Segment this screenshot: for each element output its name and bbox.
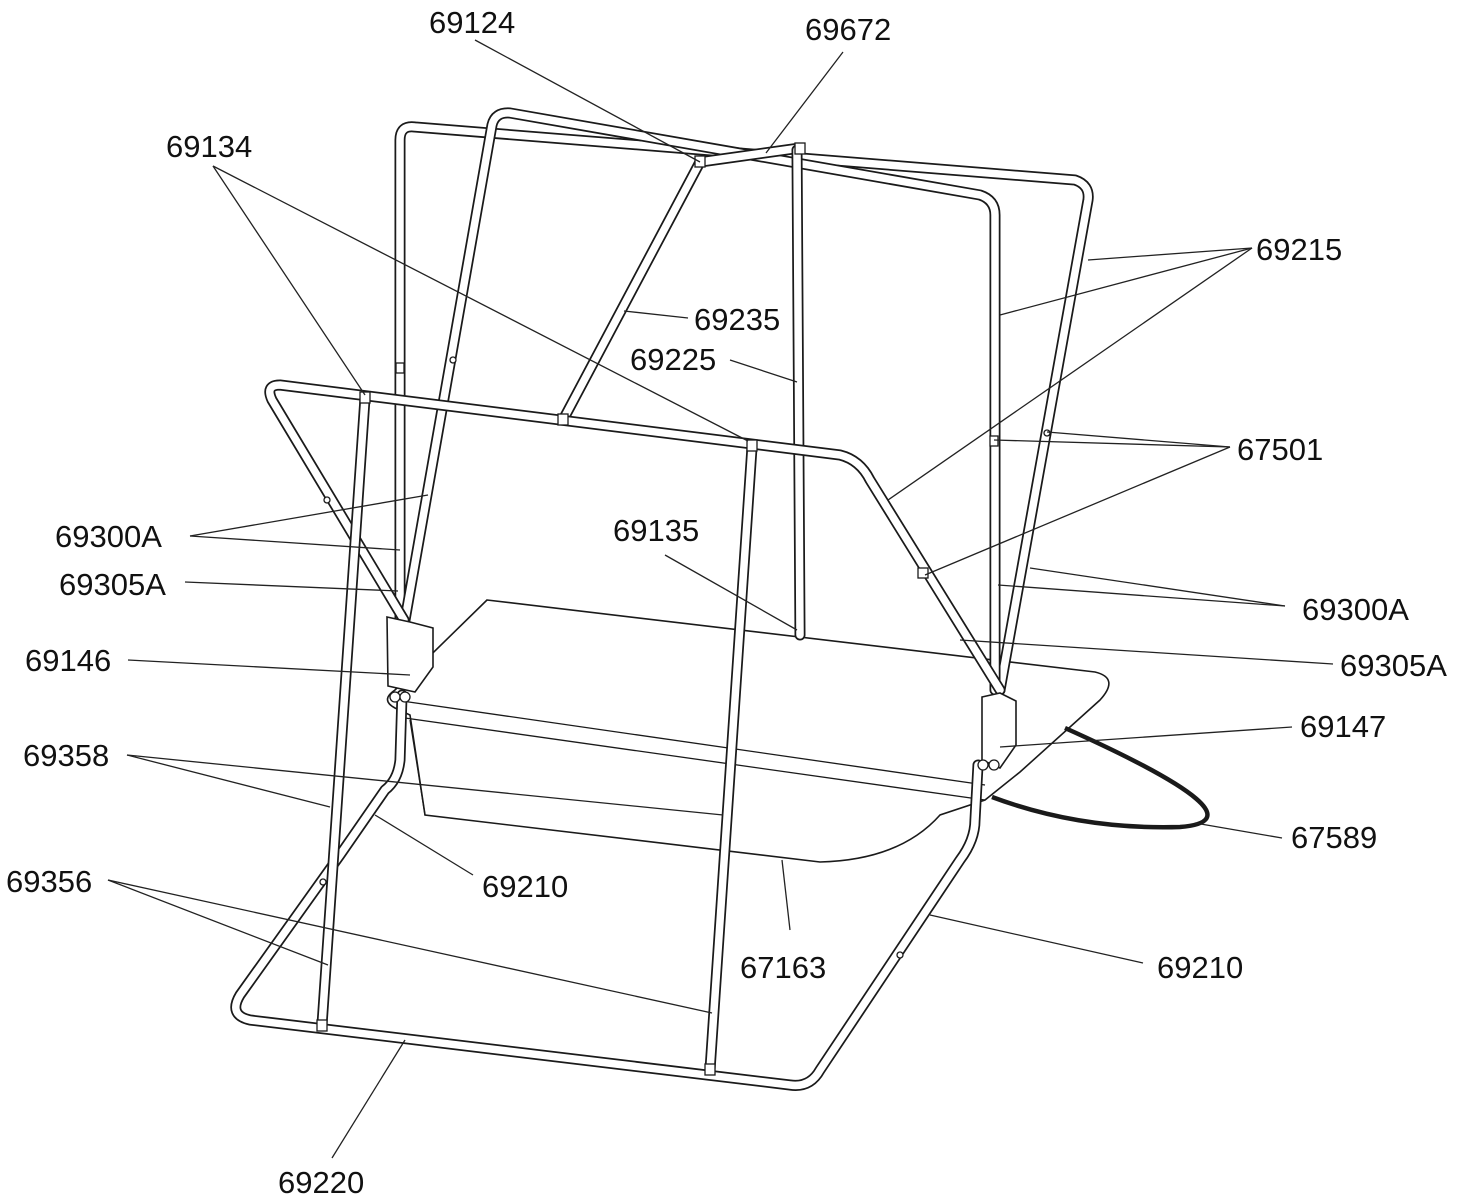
callout-69134: 69134 [166, 129, 252, 164]
callout-69124: 69124 [429, 5, 515, 40]
center-support-poles [557, 142, 806, 641]
callout-69147: 69147 [1300, 709, 1386, 744]
callout-69135: 69135 [613, 513, 699, 548]
callout-69356: 69356 [6, 864, 92, 899]
callout-67589: 67589 [1291, 820, 1377, 855]
callout-69305a-left: 69305A [59, 567, 166, 602]
callout-labels: 69124 69672 69134 69215 69235 69225 6750… [6, 5, 1447, 1198]
forward-lower-frame [230, 392, 984, 1091]
callout-69305a-right: 69305A [1340, 648, 1447, 683]
callout-69215: 69215 [1256, 232, 1342, 267]
callout-69358: 69358 [23, 738, 109, 773]
callout-69220: 69220 [278, 1165, 364, 1198]
tube-fittings [316, 142, 1051, 1076]
callout-67163: 67163 [740, 950, 826, 985]
callout-69672: 69672 [805, 12, 891, 47]
callout-69210-right: 69210 [1157, 950, 1243, 985]
cockpit-tub-outline [386, 599, 1110, 863]
callout-69300a-left: 69300A [55, 519, 162, 554]
callout-69300a-right: 69300A [1302, 592, 1409, 627]
callout-69235: 69235 [694, 302, 780, 337]
callout-69225: 69225 [630, 342, 716, 377]
mount-plate-left [386, 616, 434, 703]
callout-69146: 69146 [25, 643, 111, 678]
mount-plate-right [977, 692, 1017, 771]
leader-lines [107, 39, 1334, 1159]
cable-67589 [991, 725, 1210, 830]
callout-67501: 67501 [1237, 432, 1323, 467]
callout-69210-left: 69210 [482, 869, 568, 904]
